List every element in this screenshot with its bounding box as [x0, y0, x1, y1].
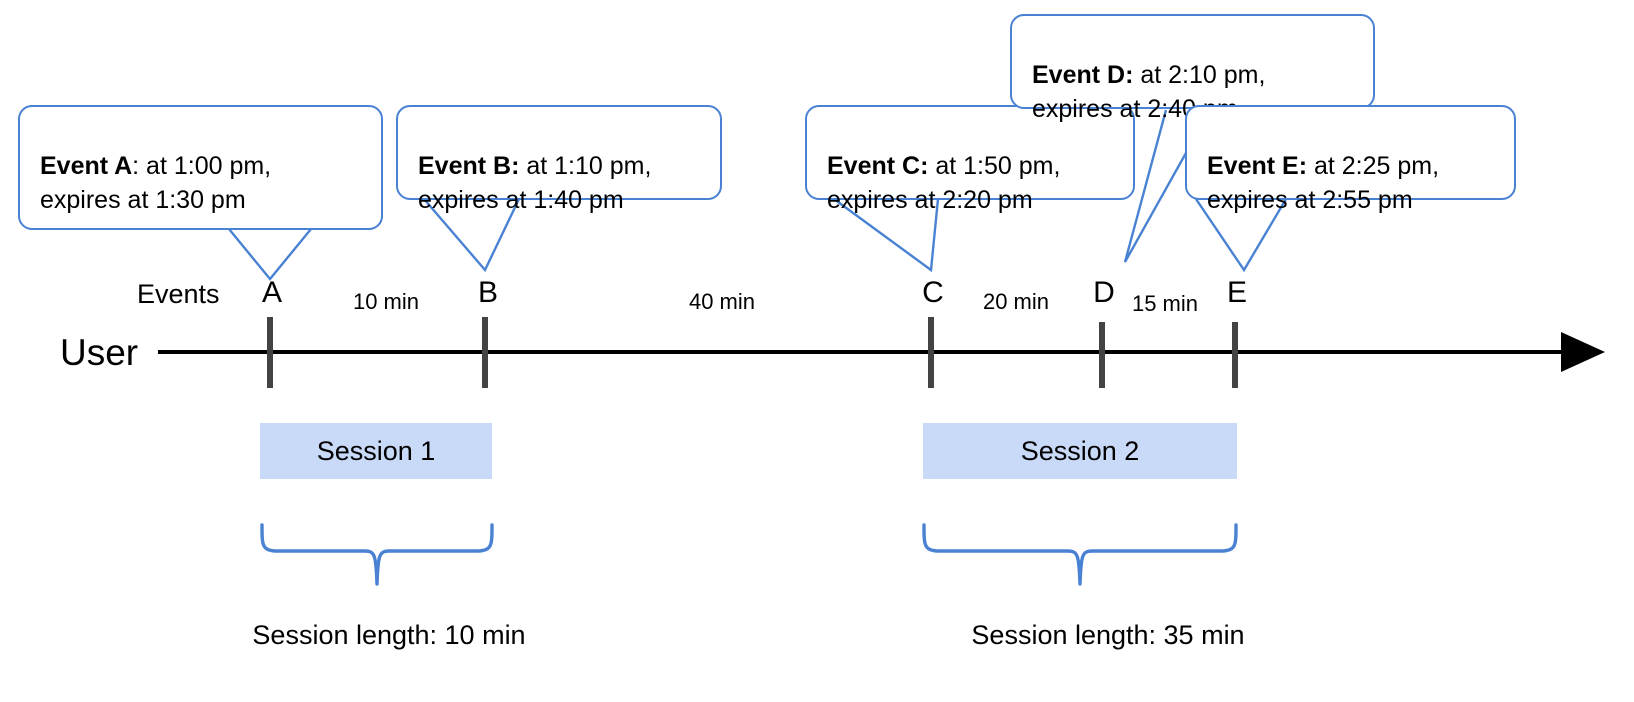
callout-event-b-bold: Event B: [418, 152, 520, 181]
callout-event-c-text: at 1:50 pm, expires at 2:20 pm [827, 152, 1061, 214]
tick-label-a: A [261, 276, 283, 309]
gap-label-d-e: 15 min [1131, 291, 1199, 316]
session-bar-1[interactable]: Session 1 [260, 423, 492, 479]
tick-label-b: B [477, 276, 499, 309]
callout-event-d[interactable]: Event D: at 2:10 pm, expires at 2:40 pm [1010, 14, 1375, 123]
gap-label-a-b: 10 min [352, 289, 420, 314]
callout-event-e-text: at 2:25 pm, expires at 2:55 pm [1207, 152, 1440, 214]
gap-label-c-d: 20 min [982, 289, 1050, 314]
callout-event-c[interactable]: Event C: at 1:50 pm, expires at 2:20 pm [805, 105, 1135, 214]
tick-label-c: C [922, 276, 944, 309]
tick-label-d: D [1093, 276, 1115, 309]
session-bar-2[interactable]: Session 2 [923, 423, 1237, 479]
session-length-caption-2: Session length: 35 min [971, 620, 1245, 650]
session-brace-2 [922, 523, 1238, 586]
callout-event-c-bold: Event C: [827, 152, 929, 181]
gap-label-b-c: 40 min [688, 289, 756, 314]
callout-tail-b [423, 198, 521, 273]
axis-row-label-user: User [60, 332, 139, 373]
callout-event-b-text: at 1:10 pm, expires at 1:40 pm [418, 152, 652, 214]
callout-event-b[interactable]: Event B: at 1:10 pm, expires at 1:40 pm [396, 105, 722, 214]
session-brace-1 [260, 523, 494, 586]
callout-event-d-text: at 2:10 pm, expires at 2:40 pm [1032, 61, 1266, 123]
session-length-caption-1: Session length: 10 min [252, 620, 526, 650]
callout-tail-e [1195, 198, 1288, 273]
callout-event-e-bold: Event E: [1207, 152, 1308, 181]
callout-event-a-text: : at 1:00 pm, expires at 1:30 pm [40, 152, 272, 214]
tick-label-e: E [1226, 276, 1248, 309]
axis-events-label: Events [137, 279, 220, 309]
callout-tail-c [833, 198, 940, 273]
callout-event-a[interactable]: Event A: at 1:00 pm, expires at 1:30 pm [18, 105, 383, 230]
callout-tail-a [228, 228, 312, 281]
callout-event-e[interactable]: Event E: at 2:25 pm, expires at 2:55 pm [1185, 105, 1516, 214]
callout-event-a-bold: Event A [40, 152, 133, 181]
callout-event-d-bold: Event D: [1032, 61, 1134, 90]
